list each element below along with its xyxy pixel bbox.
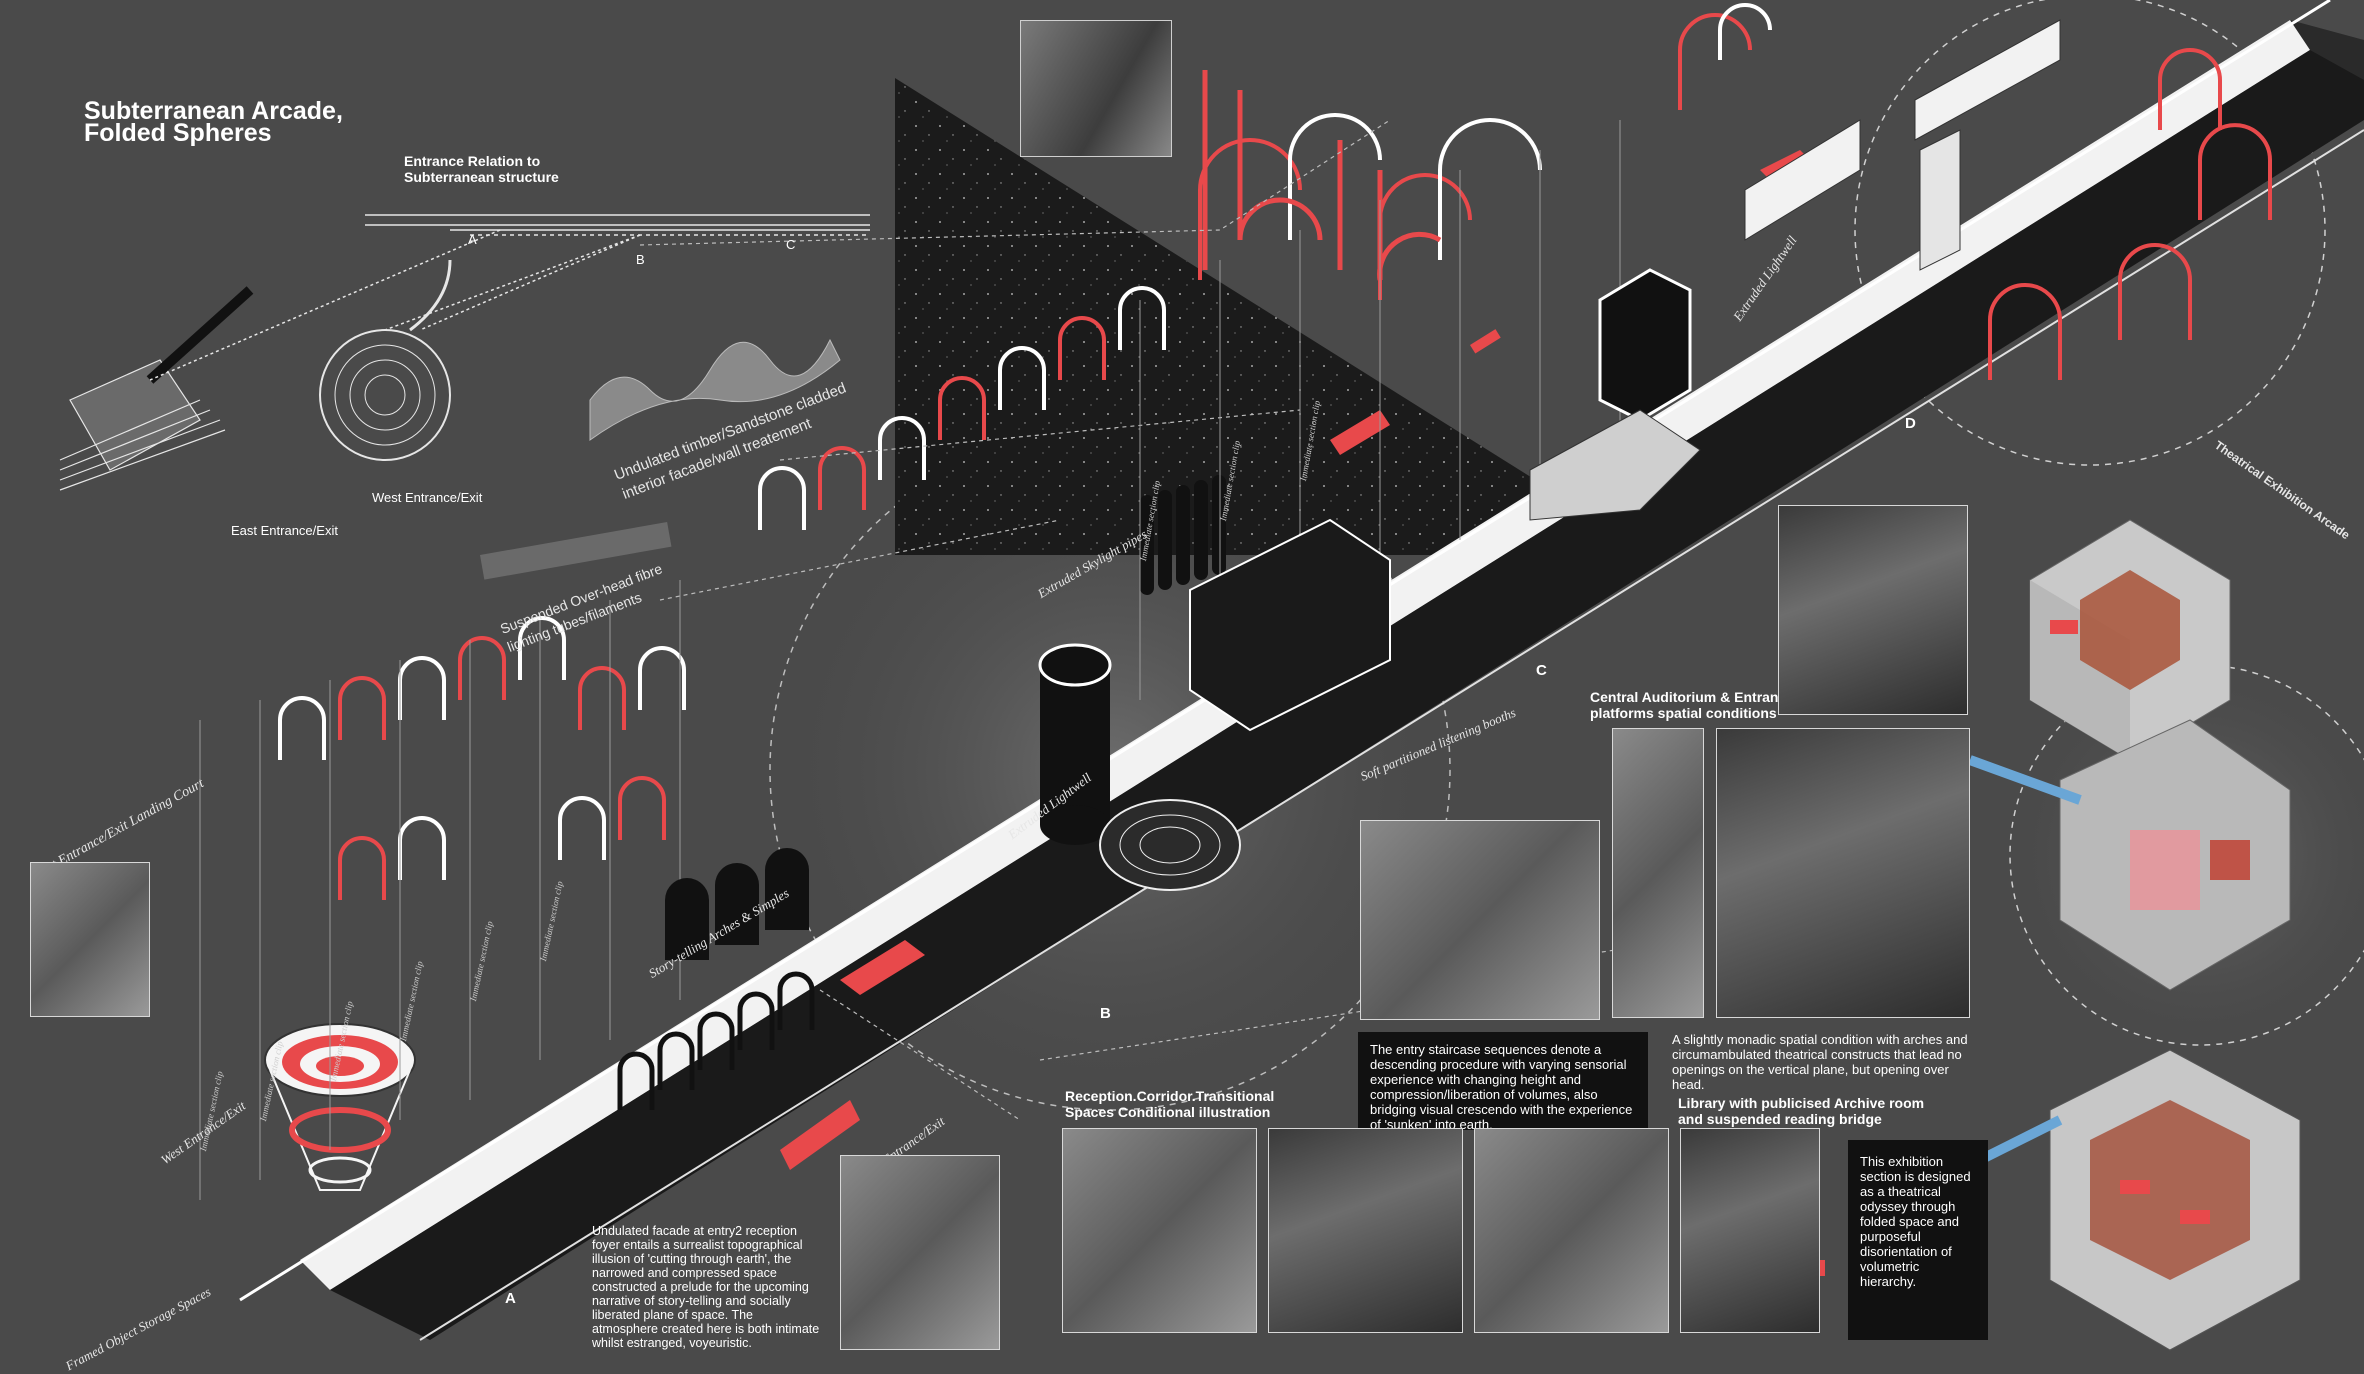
- entrance-heading-line1: Entrance Relation to: [404, 153, 541, 169]
- exhibition-text-box: This exhibition section is designed as a…: [1848, 1140, 1988, 1340]
- exhibition-model-bottom: [1957, 1049, 2301, 1351]
- west-exit-label: West Entrance/Exit: [372, 490, 483, 505]
- west-landing-photo: [30, 862, 150, 1017]
- entrance-platform-frame: [1360, 820, 1600, 1020]
- exhibition-model-top: [2029, 519, 2231, 761]
- label-b-top: B: [636, 252, 645, 267]
- storytelling-arches: [665, 848, 809, 960]
- entrance-platform: [1189, 518, 1391, 732]
- page-title-line2: Folded Spheres: [84, 119, 272, 147]
- reception-frame-1: [1062, 1128, 1257, 1333]
- east-exit-label: East Entrance/Exit: [231, 523, 338, 538]
- top-interior-photo: [1020, 20, 1172, 157]
- staircase-view-frame: [1778, 505, 1968, 715]
- east-exit-photo: [840, 1155, 1000, 1350]
- red-vortex: [264, 1023, 416, 1191]
- staircase-text-box: The entry staircase sequences denote a d…: [1358, 1032, 1648, 1132]
- reception-frame-3: [1474, 1128, 1669, 1333]
- black-shaft: [1598, 268, 1692, 422]
- lightwell-cylinder: [1038, 643, 1112, 845]
- central-heading-line1: Central Auditorium & Entrance: [1590, 689, 1795, 705]
- central-heading-line2: platforms spatial conditions: [1590, 705, 1777, 721]
- cylinder-frame: [1612, 728, 1704, 1018]
- staircase-platform: [1529, 409, 1701, 521]
- star-field-plane: [895, 78, 1655, 555]
- label-d: D: [1905, 415, 1916, 432]
- corridor-arches: [617, 971, 815, 1110]
- reception-heading-line1: Reception.Corridor.Transitional: [1065, 1088, 1275, 1104]
- undulated-wall: [589, 338, 841, 441]
- label-c: C: [1536, 662, 1547, 679]
- reception-frame-2: [1268, 1128, 1463, 1333]
- fibre-strip: [479, 522, 672, 580]
- entrance-section-diagram: [149, 214, 870, 381]
- sphere-d-outline: [1854, 0, 2326, 466]
- white-panels: [1744, 19, 2061, 271]
- library-heading-line1: Library with publicised Archive room: [1678, 1095, 1925, 1111]
- arch-sections: [278, 3, 2272, 900]
- auditorium-frame: [1716, 728, 1970, 1018]
- label-a: A: [505, 1290, 516, 1307]
- east-entrance-plan: [59, 286, 254, 491]
- west-entrance-plan: [319, 259, 452, 461]
- label-a-top: A: [468, 232, 477, 247]
- label-b: B: [1100, 1005, 1111, 1022]
- page-title-line1: Subterranean Arcade,: [84, 97, 343, 125]
- skylight-pipes: [1140, 475, 1226, 595]
- red-hanging-arcs: [1202, 70, 1442, 281]
- monadic-text: A slightly monadic spatial condition wit…: [1672, 1032, 1968, 1092]
- facade-text: Undulated facade at entry2 reception foy…: [592, 1224, 820, 1350]
- library-frame: [1680, 1128, 1820, 1333]
- label-c-top: C: [786, 237, 796, 252]
- entrance-heading-line2: Subterranean structure: [404, 169, 559, 185]
- auditorium-model: [1099, 799, 1241, 891]
- exhibition-model-middle: [1968, 719, 2291, 991]
- library-heading-line2: and suspended reading bridge: [1678, 1111, 1882, 1127]
- reception-heading-line2: Spaces Conditional illustration: [1065, 1104, 1271, 1120]
